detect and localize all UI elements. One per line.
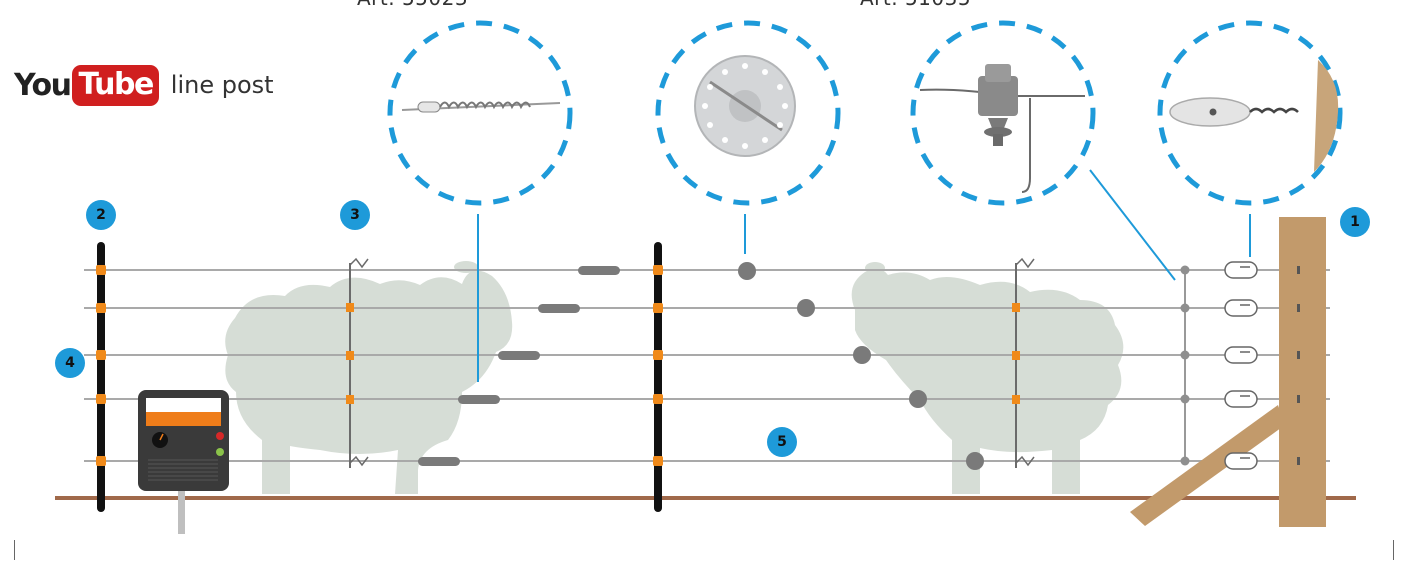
fence-post-icon: [653, 242, 663, 512]
ground-rod: [178, 490, 185, 534]
ring-insulator-icon: [1224, 261, 1258, 470]
sheep-icon: [225, 261, 513, 494]
marker-badge-4: 4: [55, 348, 85, 378]
sheep-icon: [851, 262, 1124, 494]
marker-badge-1: 1: [1340, 207, 1370, 237]
ring-insulator-icon: [1169, 60, 1339, 172]
line-connector-icon: [1180, 265, 1190, 466]
article-label-left: Art. 55023: [357, 0, 468, 10]
insulator-icon: [694, 55, 796, 157]
fence-post-icon: [1012, 257, 1035, 468]
marker-badge-2: 2: [86, 200, 116, 230]
energizer-icon: [138, 390, 229, 491]
marker-badge-3: 3: [340, 200, 370, 230]
crop-mark-right: [1393, 540, 1394, 560]
tensioner-icon: [401, 101, 561, 113]
article-label-right: Art. 51035: [860, 0, 971, 10]
crop-mark-left: [14, 540, 15, 560]
tensioner-icon: [418, 266, 620, 466]
fence-post-icon: [346, 257, 369, 468]
callout-circles: [387, 20, 1343, 206]
line-connector-icon: [919, 64, 1085, 193]
youtube-logo-tube: Tube: [72, 64, 159, 106]
fence-wires: [84, 269, 1330, 462]
callout-lines: [477, 169, 1251, 382]
youtube-caption: line post: [170, 71, 274, 99]
youtube-logo-you: You: [14, 67, 72, 103]
insulator-icon: [738, 262, 984, 470]
youtube-link[interactable]: You Tube line post: [14, 56, 274, 114]
fence-post-icon: [96, 242, 106, 512]
marker-badge-5: 5: [767, 427, 797, 457]
wooden-post-icon: [1130, 217, 1326, 527]
